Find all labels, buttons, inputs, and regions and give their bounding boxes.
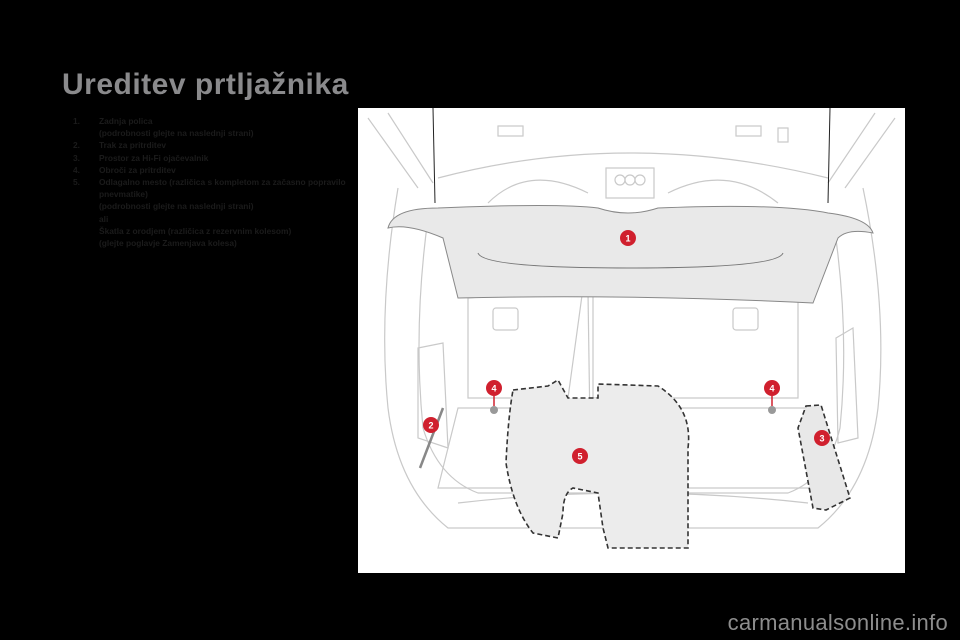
marker-1: 1 <box>620 230 636 246</box>
legend-note: ali <box>99 213 109 224</box>
legend-note: (glejte poglavje Zamenjava kolesa) <box>99 238 237 249</box>
marker-4-right: 4 <box>764 380 780 406</box>
svg-text:5: 5 <box>577 452 582 462</box>
trunk-drawing: 1 2 3 4 4 5 <box>367 108 896 549</box>
svg-text:1: 1 <box>625 234 630 244</box>
marker-3: 3 <box>814 430 830 446</box>
legend-label: Zadnja polica <box>99 116 153 126</box>
legend-number: 3. <box>73 152 80 163</box>
legend-label: Odlagalno mesto (različica s kompletom z… <box>99 177 346 200</box>
legend-label: Prostor za Hi-Fi ojačevalnik <box>99 152 209 163</box>
svg-text:3: 3 <box>819 434 824 444</box>
legend-number: 4. <box>73 164 80 175</box>
legend-number: 5. <box>73 177 80 188</box>
legend-item-1: 1. Zadnja polica (podrobnosti glejte na n… <box>73 115 353 139</box>
legend-item-3: 3. Prostor za Hi-Fi ojačevalnik <box>73 152 353 164</box>
legend-number: 1. <box>73 116 80 126</box>
svg-text:4: 4 <box>491 384 496 394</box>
svg-text:4: 4 <box>769 384 774 394</box>
marker-5: 5 <box>572 448 588 464</box>
marker-2: 2 <box>423 417 439 433</box>
legend-item-4: 4. Obroči za pritrditev <box>73 164 353 176</box>
legend-note: (podrobnosti glejte na naslednji strani) <box>99 128 254 139</box>
marker-4-left: 4 <box>486 380 502 406</box>
legend-label: Obroči za pritrditev <box>99 164 176 175</box>
legend-number: 2. <box>73 140 80 151</box>
legend-note: Škatla z orodjem (različica z rezervnim … <box>99 225 292 236</box>
page-title: Ureditev prtljažnika <box>62 68 349 101</box>
svg-text:2: 2 <box>428 421 433 431</box>
legend-note: (podrobnosti glejte na naslednji strani) <box>99 201 254 212</box>
legend-item-5: 5. Odlagalno mesto (različica s kompleto… <box>73 176 353 249</box>
watermark: carmanualsonline.info <box>727 610 948 635</box>
trunk-illustration: 1 2 3 4 4 5 <box>358 108 905 573</box>
legend-label: Trak za pritrditev <box>99 140 167 151</box>
legend-list: 1. Zadnja polica (podrobnosti glejte na n… <box>73 115 353 249</box>
legend-item-2: 2. Trak za pritrditev <box>73 139 353 151</box>
